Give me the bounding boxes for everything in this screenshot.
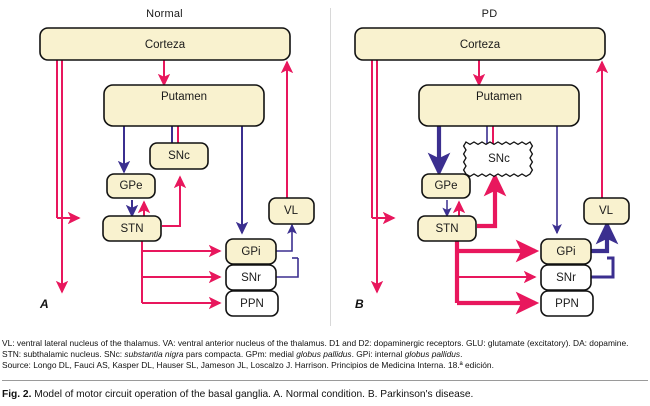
node-cortex-normal[interactable]: Corteza <box>39 27 291 61</box>
node-label: PPN <box>555 298 579 310</box>
node-putamen-pd[interactable]: Putamen <box>418 84 580 127</box>
legend-line-1: VL: ventral lateral nucleus of the thala… <box>2 338 629 359</box>
node-vl-pd[interactable]: VL <box>583 197 630 225</box>
node-label: STN <box>121 223 144 235</box>
legend-line-2: Source: Longo DL, Fauci AS, Kasper DL, H… <box>2 359 494 370</box>
circuit-diagram-normal: Corteza Putamen SNc GPe <box>39 27 315 317</box>
legend-italic-3: globus pallidus <box>404 348 461 359</box>
legend-line-1d: . <box>460 348 463 359</box>
node-label: Corteza <box>145 39 186 51</box>
node-snr-normal[interactable]: SNr <box>225 264 277 291</box>
node-cortex-pd[interactable]: Corteza <box>354 27 606 61</box>
panel-divider <box>330 8 331 326</box>
caption-divider <box>2 380 648 381</box>
figure-caption-text: Model of motor circuit operation of the … <box>34 389 474 400</box>
node-label: STN <box>436 223 459 235</box>
node-gpe-pd[interactable]: GPe <box>421 173 471 199</box>
node-gpe-normal[interactable]: GPe <box>106 173 156 199</box>
node-ppn-normal[interactable]: PPN <box>225 290 279 317</box>
legend-line-1b: pars compacta. GPm: medial <box>183 348 297 359</box>
node-gpi-pd[interactable]: GPi <box>540 238 592 265</box>
node-label: PPN <box>240 298 264 310</box>
node-label: GPi <box>556 246 575 258</box>
node-label: GPe <box>434 180 457 192</box>
node-putamen-normal[interactable]: Putamen <box>103 84 265 127</box>
node-label: Putamen <box>161 91 207 103</box>
node-vl-normal[interactable]: VL <box>268 197 315 225</box>
node-label: SNc <box>168 150 190 162</box>
node-label: Corteza <box>460 39 501 51</box>
node-label: Putamen <box>476 91 522 103</box>
panel-letter-b: B <box>355 297 364 311</box>
figure-caption: Fig. 2. Model of motor circuit operation… <box>2 389 648 400</box>
circuit-diagram-pd: Corteza Putamen SNc GPe STN <box>354 27 630 317</box>
node-label: VL <box>284 205 299 217</box>
node-stn-pd[interactable]: STN <box>417 215 477 242</box>
node-snr-pd[interactable]: SNr <box>540 264 592 291</box>
panel-title-pd: PD <box>481 8 498 20</box>
legend-italic-2: globus pallidus <box>296 348 352 359</box>
panel-title-normal: Normal <box>146 8 183 20</box>
node-label: SNr <box>241 272 261 284</box>
node-snc-pd[interactable]: SNc <box>462 141 534 178</box>
node-ppn-pd[interactable]: PPN <box>540 290 594 317</box>
legend-line-1c: . GPi: internal <box>351 348 405 359</box>
node-label: SNc <box>488 153 510 165</box>
panel-letter-a: A <box>39 297 49 311</box>
node-gpi-normal[interactable]: GPi <box>225 238 277 265</box>
panel-pd: PD <box>327 0 650 332</box>
diagram-panels: Normal <box>2 0 650 332</box>
node-label: GPi <box>241 246 260 258</box>
node-label: SNr <box>556 272 576 284</box>
legend-italic-1: substantia nigra <box>124 348 184 359</box>
node-label: GPe <box>119 180 142 192</box>
legend-text: VL: ventral lateral nucleus of the thala… <box>2 338 648 371</box>
node-label: VL <box>599 205 614 217</box>
panel-normal: Normal <box>2 0 327 332</box>
node-stn-normal[interactable]: STN <box>102 215 162 242</box>
figure-number: Fig. 2. <box>2 389 32 400</box>
node-snc-normal[interactable]: SNc <box>149 142 209 170</box>
